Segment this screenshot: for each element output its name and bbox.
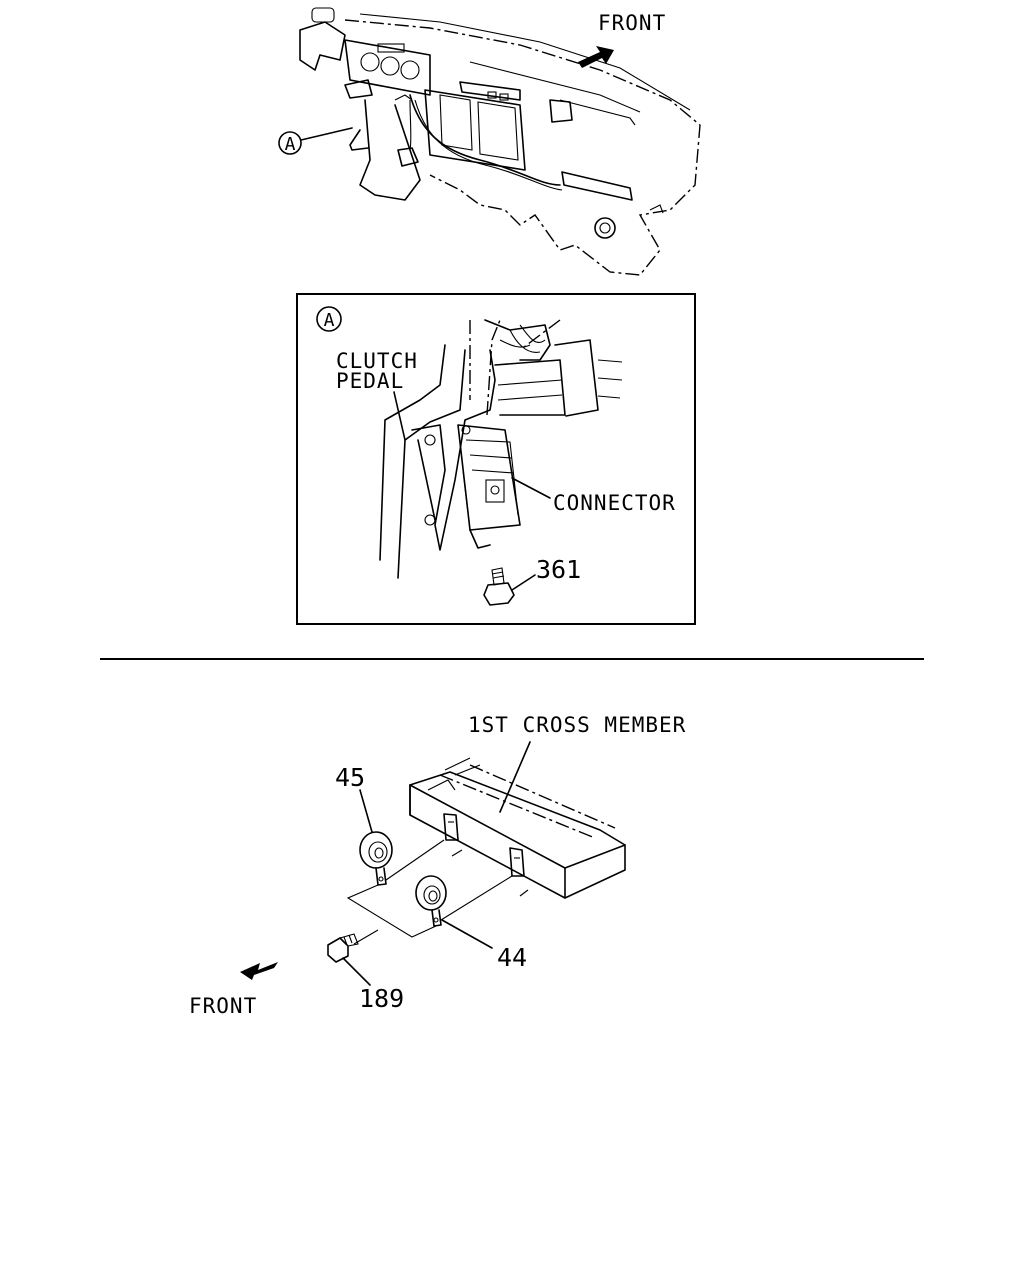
bolt-189 (327, 933, 359, 963)
part-number-44: 44 (497, 943, 527, 972)
connector-switch (457, 424, 521, 549)
callout-a-label: A (285, 134, 296, 155)
cross-member (409, 757, 626, 899)
clutch-pedal-label-2: PEDAL (336, 369, 404, 393)
clutch-pedal-bracket (379, 319, 501, 579)
detail-inset-frame (296, 293, 696, 625)
callout-a-inset-icon: A (316, 306, 342, 332)
harness-bundle (484, 319, 623, 417)
front-arrow-bottom-icon (240, 962, 278, 980)
screw-361 (483, 567, 515, 606)
dashboard-illustration (299, 7, 701, 276)
cross-member-label: 1ST CROSS MEMBER (468, 713, 686, 737)
assembly-lines (346, 839, 513, 945)
horn-45 (359, 831, 393, 886)
callout-a-inset-label: A (324, 310, 335, 331)
part-number-45: 45 (335, 763, 365, 792)
front-arrow-icon (578, 46, 614, 68)
clutch-pedal-label-1: CLUTCH (336, 349, 418, 373)
connector-label: CONNECTOR (553, 491, 676, 515)
front-label-top: FRONT (598, 11, 666, 35)
part-number-361: 361 (536, 555, 581, 584)
horn-44 (415, 875, 447, 927)
front-label-bottom: FRONT (189, 994, 257, 1018)
callout-a-icon: A (278, 127, 353, 155)
part-number-189: 189 (359, 984, 404, 1013)
